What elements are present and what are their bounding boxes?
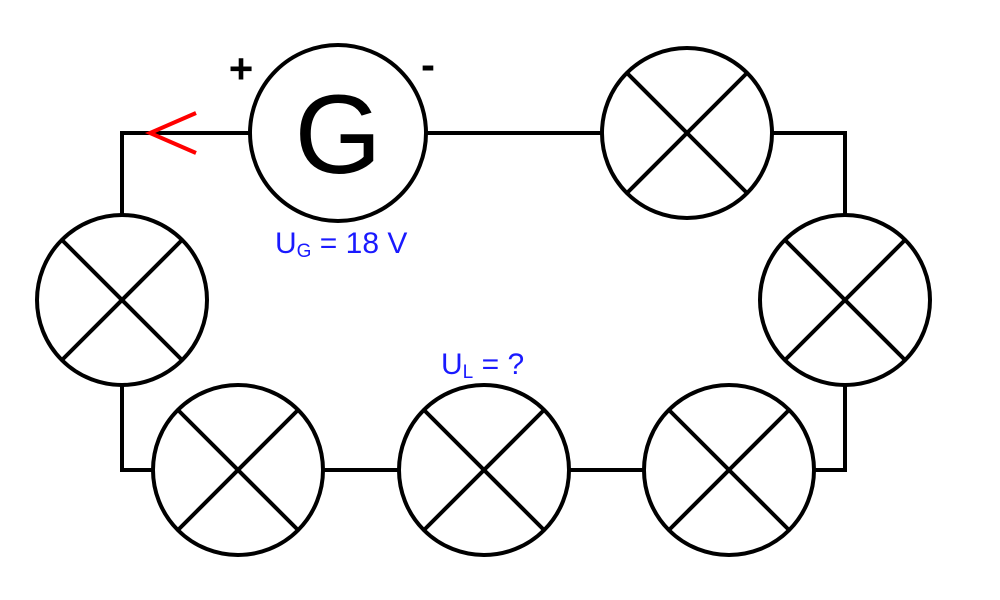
current-arrow-icon (144, 111, 197, 155)
lamp-bottom-left (151, 383, 325, 557)
lamp-voltage-subscript: L (463, 362, 474, 383)
lamp-cross-icon (783, 238, 907, 362)
lamp-left (35, 213, 209, 387)
lamp-bottom-right (642, 383, 816, 557)
lamp-cross-icon (422, 408, 546, 532)
generator-minus-sign: - (421, 41, 435, 88)
lamp-bottom-middle (397, 383, 571, 557)
generator-voltage-value: = 18 V (311, 227, 407, 260)
generator-plus-sign: + (229, 45, 254, 92)
lamp-cross-icon (625, 71, 749, 195)
lamp-cross-icon (176, 408, 300, 532)
generator-voltage-symbol: U (275, 227, 297, 260)
lamp-voltage-symbol: U (441, 348, 463, 381)
generator-voltage-label: UG = 18 V (275, 227, 407, 262)
lamp-cross-icon (667, 408, 791, 532)
generator-circle (248, 43, 428, 223)
generator: G (248, 43, 428, 223)
circuit-wires (120, 131, 847, 472)
lamp-right (758, 213, 932, 387)
lamp-voltage-label: UL = ? (441, 348, 524, 383)
lamp-top-right (600, 46, 774, 220)
generator-letter: G (294, 72, 381, 197)
lamp-voltage-value: = ? (473, 348, 524, 381)
lamp-cross-icon (60, 238, 184, 362)
generator-voltage-subscript: G (297, 241, 312, 262)
